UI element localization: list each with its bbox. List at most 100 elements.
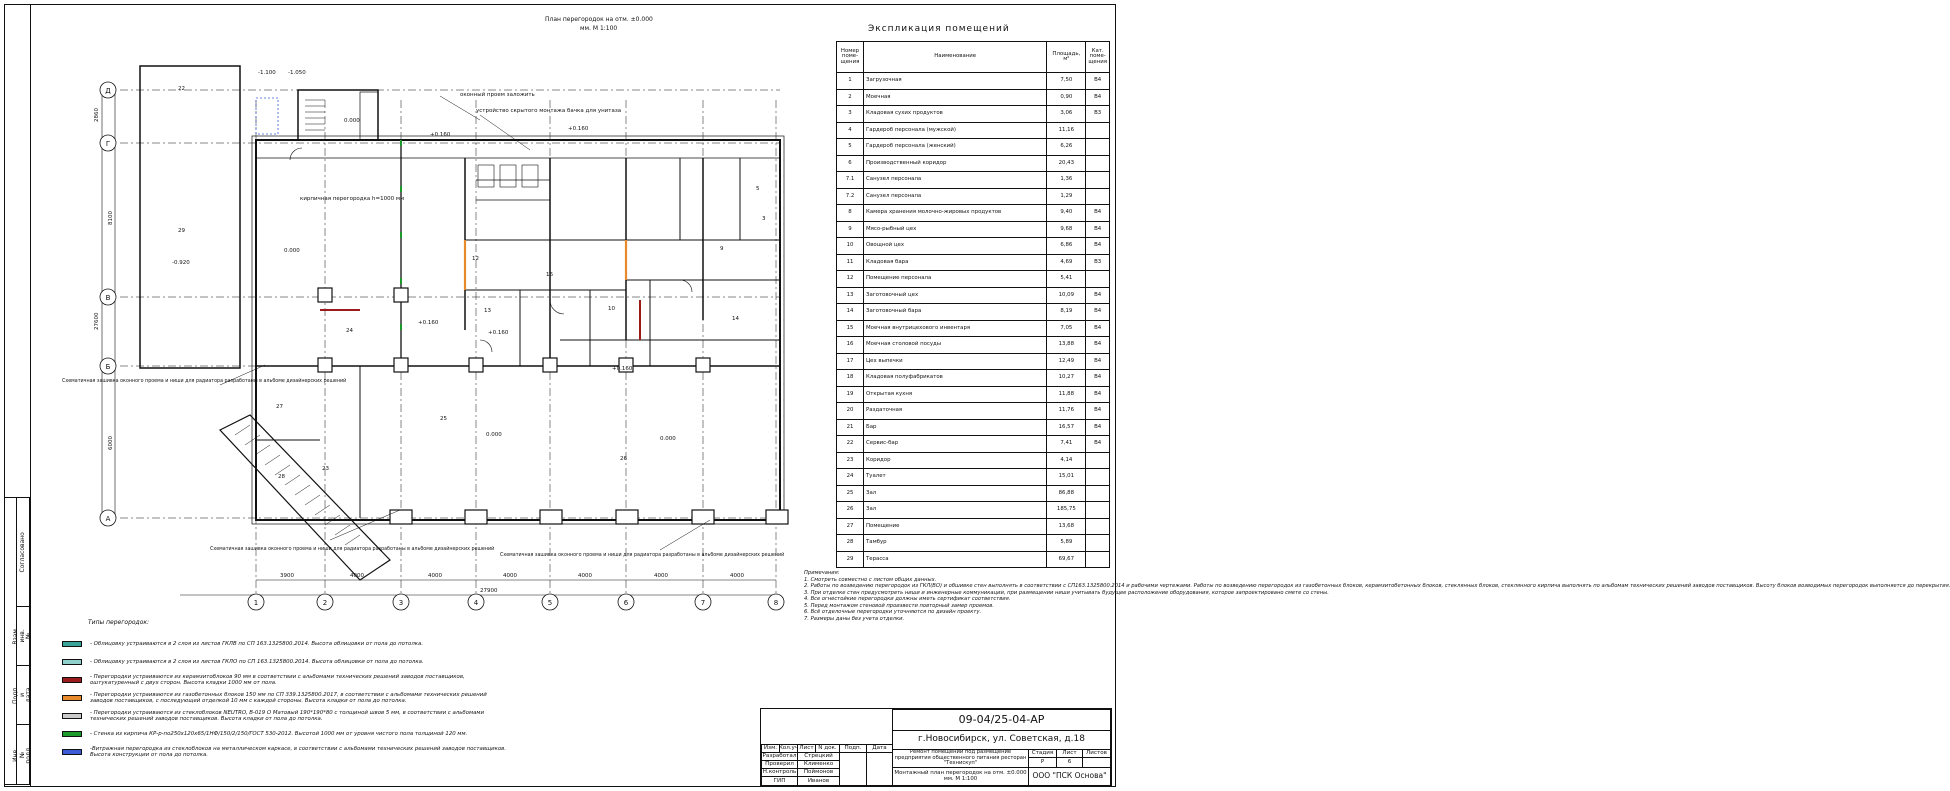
room-area-cell: 0,90 xyxy=(1046,88,1087,106)
legend-swatch xyxy=(62,713,82,719)
level-3: 0.000 xyxy=(344,118,360,124)
room-area-cell: 9,40 xyxy=(1046,204,1087,222)
room-category-cell: В4 xyxy=(1085,237,1110,255)
legend-swatch xyxy=(62,641,82,647)
room-area-cell: 11,76 xyxy=(1046,402,1087,420)
room-name-cell: Санузел персонала xyxy=(862,187,1048,205)
note-niche-1: Схематичная зашивка оконного проема и ни… xyxy=(62,377,346,384)
room-name-cell: Заготовочный цех xyxy=(862,286,1048,304)
room-name-cell: Кладовая бара xyxy=(862,253,1048,271)
room-number-cell: 20 xyxy=(836,402,864,420)
legend-swatch xyxy=(62,749,82,755)
tb-code: 09-04/25-04-АР xyxy=(892,709,1111,731)
room-category-cell xyxy=(1085,451,1110,469)
room-category-cell xyxy=(1085,121,1110,139)
room-24: 24 xyxy=(346,328,353,334)
level-11: 0.000 xyxy=(486,432,502,438)
legend-item: - Стенка из кирпича КР-р-по250х120х65/1Н… xyxy=(62,727,510,741)
room-name-cell: Цех выпечки xyxy=(862,352,1048,370)
tb-sheet-name: Монтажный план перегородок на отм. ±0.00… xyxy=(892,767,1029,786)
room-category-cell xyxy=(1085,187,1110,205)
legend-title: Типы перегородок: xyxy=(88,619,150,626)
note-item: 4. Все огнестойкие перегородки должны им… xyxy=(804,596,1011,602)
legend-text: - Облицовку устраиваются в 2 слоя из лис… xyxy=(90,659,424,665)
room-category-cell: В4 xyxy=(1085,352,1110,370)
room-name-cell: Сервис-бар xyxy=(862,435,1048,453)
dim-v-2: 8100 xyxy=(108,211,114,225)
room-14: 14 xyxy=(732,316,739,322)
legend-text: - Перегородки устраиваются из керамзитоб… xyxy=(90,674,465,686)
tb-project-text: Ремонт помещений под размещение предприя… xyxy=(894,748,1027,767)
room-number-cell: 27 xyxy=(836,517,864,535)
dim-b-total: 27900 xyxy=(480,588,498,594)
room-name-cell: Гардероб персонала (мужской) xyxy=(862,121,1048,139)
room-category-cell: В4 xyxy=(1085,418,1110,436)
room-category-cell xyxy=(1085,550,1110,568)
tb-lists xyxy=(1082,757,1111,768)
level-6: +0.160 xyxy=(430,132,451,138)
dim-b-2: 4000 xyxy=(350,573,364,579)
notes: Примечания: 1. Смотреть совместно с лист… xyxy=(804,570,1950,622)
axis-6: 6 xyxy=(624,599,629,607)
room-number-cell: 2 xyxy=(836,88,864,106)
room-category-cell: В4 xyxy=(1085,303,1110,321)
room-category-cell: В3 xyxy=(1085,253,1110,271)
note-item: 7. Размеры даны без учета отделки. xyxy=(804,615,905,622)
room-3: 3 xyxy=(762,216,766,222)
room-category-cell: В4 xyxy=(1085,204,1110,222)
room-number-cell: 7.2 xyxy=(836,187,864,205)
room-category-cell: В4 xyxy=(1085,369,1110,387)
room-number-cell: 7.1 xyxy=(836,171,864,189)
legend-text: - Перегородки устраиваются из стеклоблок… xyxy=(90,710,484,722)
tb-blank-1 xyxy=(761,709,893,745)
level-12: 0.000 xyxy=(660,436,676,442)
room-name-cell: Открытая кухня xyxy=(862,385,1048,403)
room-16: 16 xyxy=(546,272,553,278)
expl-header-area: Площадь, м² xyxy=(1046,41,1087,73)
room-category-cell: В4 xyxy=(1085,220,1110,238)
note-item: 3. При отделке стен предусмотреть ниши и… xyxy=(804,589,1329,596)
level-1: -1.100 xyxy=(258,70,276,76)
room-category-cell: В4 xyxy=(1085,402,1110,420)
legend-item: - Перегородки устраиваются из керамзитоб… xyxy=(62,673,510,687)
note-niche-3: Схематичная зашивка оконного проема и ни… xyxy=(500,551,784,558)
side-stamp-inv-repl: Взам. инв. № xyxy=(12,627,33,645)
legend-item: - Перегородки устраиваются из газобетонн… xyxy=(62,691,510,705)
room-area-cell: 10,09 xyxy=(1046,286,1087,304)
room-area-cell: 6,26 xyxy=(1046,138,1087,156)
room-name-cell: Кладовая полуфабрикатов xyxy=(862,369,1048,387)
room-9: 9 xyxy=(720,246,724,252)
room-area-cell: 69,67 xyxy=(1046,550,1087,568)
room-number-cell: 23 xyxy=(836,451,864,469)
room-name-cell: Производственный коридор xyxy=(862,154,1048,172)
level-5: -0.920 xyxy=(172,260,190,266)
room-area-cell: 20,43 xyxy=(1046,154,1087,172)
tb-stage: Р xyxy=(1028,757,1057,768)
room-number-cell: 21 xyxy=(836,418,864,436)
side-stamp-agreed: Согласовано xyxy=(18,531,26,573)
legend-item: - Перегородки устраиваются из стеклоблок… xyxy=(62,709,510,723)
legend-swatch xyxy=(62,677,82,683)
room-name-cell: Зал xyxy=(862,501,1048,519)
level-4: 0.000 xyxy=(284,248,300,254)
room-area-cell: 7,41 xyxy=(1046,435,1087,453)
room-area-cell: 16,57 xyxy=(1046,418,1087,436)
tb-project: Ремонт помещений под размещение предприя… xyxy=(892,749,1029,768)
dim-b-7: 4000 xyxy=(730,573,744,579)
axis-8: 8 xyxy=(774,599,778,607)
